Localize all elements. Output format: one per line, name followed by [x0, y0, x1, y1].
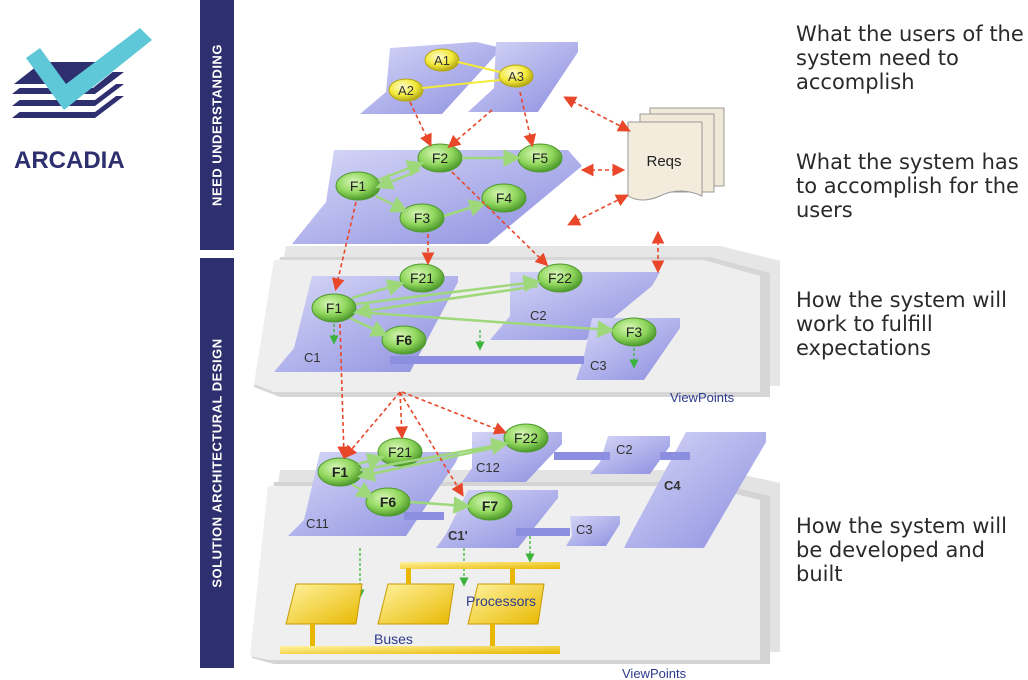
processors-label: Processors	[466, 593, 536, 609]
buses-label: Buses	[374, 631, 413, 647]
logical-viewpoints-label: ViewPoints	[670, 390, 735, 405]
component-c11-label: C11	[306, 516, 329, 531]
svg-text:F1: F1	[350, 178, 367, 194]
solution-design-band: SOLUTION ARCHITECTURAL DESIGN	[200, 258, 234, 668]
component-c1-label: C1	[304, 350, 321, 365]
operational-panels	[360, 42, 578, 114]
svg-text:F1: F1	[332, 464, 349, 480]
caption-need-users: What the users of the system need to acc…	[796, 22, 1024, 94]
operational-activity-a1: A1	[424, 48, 460, 72]
physical-function-f1: F1	[317, 457, 363, 487]
component-c3-physical-label: C3	[576, 522, 593, 537]
need-understanding-band: NEED UNDERSTANDING	[200, 0, 234, 250]
component-c3-label: C3	[590, 358, 607, 373]
physical-function-flows	[351, 437, 509, 514]
component-c12-label: C12	[476, 460, 500, 475]
caption-need-system: What the system has to accomplish for th…	[796, 150, 1019, 222]
operational-flows	[421, 61, 501, 89]
svg-text:F5: F5	[532, 150, 549, 166]
logical-function-f6: F6	[381, 325, 427, 355]
logical-function-flows	[349, 274, 615, 338]
component-c1-prime-label: C1'	[448, 528, 468, 543]
need-understanding-label: NEED UNDERSTANDING	[209, 44, 225, 206]
physical-function-f22: F22	[503, 423, 549, 453]
requirements-document-stack: Reqs	[627, 107, 725, 201]
svg-text:F6: F6	[396, 332, 413, 348]
svg-text:F1: F1	[326, 300, 343, 316]
svg-text:F3: F3	[414, 210, 431, 226]
logical-function-f21: F21	[399, 263, 445, 293]
system-function-f5: F5	[517, 143, 563, 173]
svg-text:F4: F4	[496, 190, 513, 206]
logical-component-labels: C2 C1 C3	[304, 308, 607, 373]
physical-viewpoints-label: ViewPoints	[622, 666, 687, 680]
operational-activity-a2: A2	[388, 78, 424, 102]
svg-text:F3: F3	[626, 324, 643, 340]
logical-function-f3: F3	[611, 317, 657, 347]
processors	[280, 562, 560, 654]
svg-text:F6: F6	[380, 494, 397, 510]
svg-text:F22: F22	[548, 270, 572, 286]
physical-function-f6: F6	[365, 487, 411, 517]
solution-design-label: SOLUTION ARCHITECTURAL DESIGN	[209, 338, 225, 588]
system-function-f3: F3	[399, 203, 445, 233]
svg-text:A2: A2	[398, 83, 414, 98]
system-function-f2: F2	[417, 143, 463, 173]
logo-text: ARCADIA	[14, 147, 125, 174]
svg-text:A1: A1	[434, 53, 450, 68]
physical-function-f7: F7	[467, 491, 513, 521]
logical-function-f1: F1	[311, 293, 357, 323]
logical-function-f22: F22	[537, 263, 583, 293]
svg-text:F21: F21	[388, 444, 412, 460]
checkmark-stack-icon	[12, 28, 152, 118]
component-c2-physical-label: C2	[616, 442, 633, 457]
system-function-flows	[375, 149, 521, 218]
component-c2-label: C2	[530, 308, 547, 323]
traceability-arrows	[331, 91, 665, 497]
svg-text:A3: A3	[508, 69, 524, 84]
system-function-f4: F4	[481, 183, 527, 213]
reqs-label: Reqs	[646, 153, 681, 170]
component-c4-label: C4	[664, 478, 681, 493]
caption-solution-physical: How the system will be developed and bui…	[796, 514, 1007, 586]
physical-function-f21: F21	[377, 437, 423, 467]
arcadia-layer-diagram: A1 A2 A3 Reqs F1 F2 F3 F4 F5	[250, 42, 780, 680]
arcadia-logo: ARCADIA	[12, 28, 152, 174]
svg-text:F21: F21	[410, 270, 434, 286]
logical-allocation-arrows	[329, 324, 639, 369]
svg-text:F2: F2	[432, 150, 449, 166]
system-function-f1: F1	[335, 171, 381, 201]
operational-activity-a3: A3	[498, 64, 534, 88]
physical-component-labels: C2 C12 C4 C11 C1' C3	[306, 442, 681, 543]
svg-text:F7: F7	[482, 498, 499, 514]
svg-text:F22: F22	[514, 430, 538, 446]
caption-solution-logical: How the system will work to fulfill expe…	[796, 288, 1007, 360]
